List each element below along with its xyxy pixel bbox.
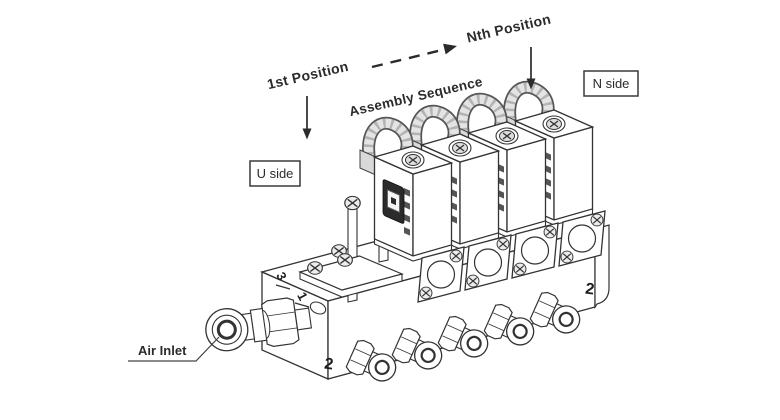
port-2-right-marking: 2 [584,280,595,298]
first-position-arrowhead-icon [302,128,312,140]
nth-position-label: Nth Position [465,11,552,46]
n-side-label-text: N side [593,76,630,91]
air-inlet-fitting [205,297,313,352]
air-inlet-leader-line [128,336,220,362]
air-inlet-label: Air Inlet [138,343,187,358]
u-side-cover-plate [298,252,404,298]
assembly-sequence-arrowhead-icon [443,43,457,55]
port-1-tick [294,302,310,308]
end-face-oval-hole [309,301,327,315]
first-position-label: 1st Position [266,58,350,92]
assembly-sequence-dashed-arrow [371,48,445,69]
din-connector-socket [382,179,405,224]
nth-position-arrowhead-icon [526,78,536,90]
port-3-tick [275,284,291,290]
n-side-label: N side [583,70,639,97]
u-side-label-text: U side [257,166,294,181]
valve-stations [360,87,605,302]
u-side-label: U side [249,160,301,187]
port-2-left-marking: 2 [323,355,334,373]
